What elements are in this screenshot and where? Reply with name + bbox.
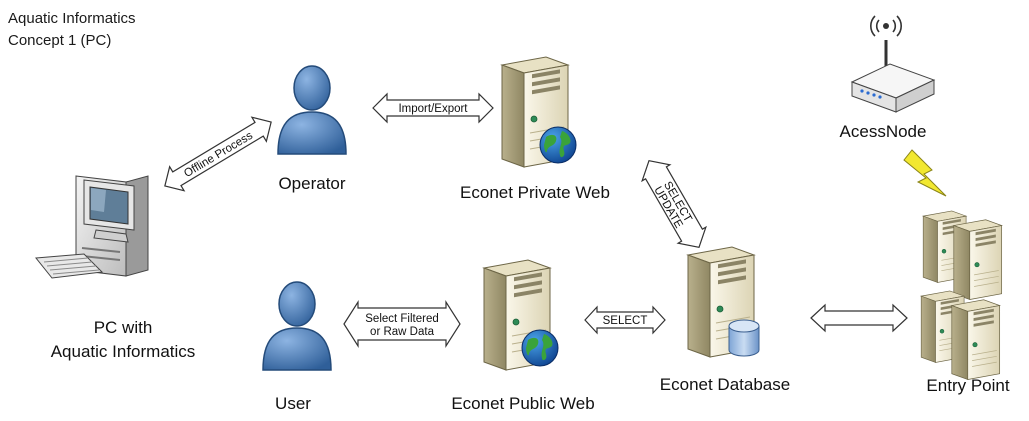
public-web-server-icon <box>483 259 559 371</box>
public-web-label: Econet Public Web <box>451 394 595 413</box>
user-person-icon <box>262 281 332 371</box>
title-line-2: Concept 1 (PC) <box>8 32 112 49</box>
offline-process-label: Offline Process <box>182 130 255 180</box>
title-line-1: Aquatic Informatics <box>8 10 136 27</box>
offline-process-arrow: Offline Process <box>164 116 272 192</box>
operator-person-icon <box>277 65 347 155</box>
database-entry-point-arrow <box>810 303 908 333</box>
select-label: SELECT <box>603 315 648 327</box>
select-update-arrow: SELECT UPDATE <box>641 160 707 248</box>
private-web-server-icon <box>501 56 577 168</box>
user-label: User <box>275 394 311 413</box>
select-filtered-label-2: or Raw Data <box>370 326 435 338</box>
desktop-computer-icon <box>35 175 149 279</box>
wireless-link-lightning-icon <box>903 149 947 197</box>
database-label: Econet Database <box>659 375 791 394</box>
wireless-router-icon <box>850 15 936 113</box>
pc-label-line-2: Aquatic Informatics <box>50 342 196 361</box>
import-export-label: Import/Export <box>398 103 468 115</box>
access-node-label: AcessNode <box>839 122 927 141</box>
database-server-icon <box>687 246 760 358</box>
private-web-label: Econet Private Web <box>460 183 610 202</box>
import-export-arrow: Import/Export <box>372 92 494 124</box>
select-filtered-arrow: Select Filtered or Raw Data <box>343 299 461 349</box>
select-filtered-label-1: Select Filtered <box>365 313 439 325</box>
pc-label-line-1: PC with <box>93 318 153 337</box>
diagram-title: Aquatic Informatics Concept 1 (PC) <box>8 8 136 52</box>
entry-point-label: Entry Point <box>926 376 1010 395</box>
pc-label: PC with Aquatic Informatics <box>38 316 208 364</box>
operator-label: Operator <box>278 174 346 193</box>
select-arrow: SELECT <box>584 305 666 335</box>
server-cluster-icon <box>920 210 1003 380</box>
